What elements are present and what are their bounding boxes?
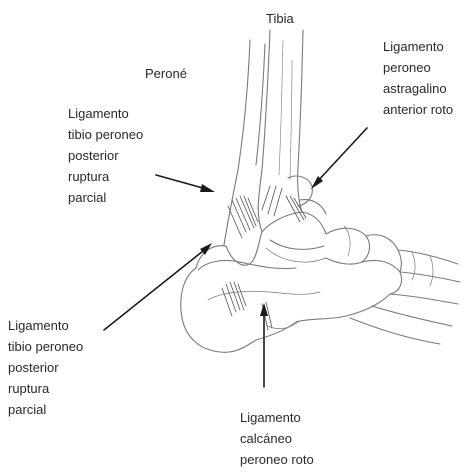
label-posterior-lower: Ligamento tibio peroneo posterior ruptur… <box>8 315 83 420</box>
fibula-bone <box>224 40 265 265</box>
arrow-cfl <box>260 303 268 387</box>
metatarsal-bones <box>350 250 460 344</box>
label-atfl: Ligamento peroneo astragalino anterior r… <box>383 36 453 120</box>
arrow-posterior-lower <box>104 243 212 330</box>
talus-bone <box>262 176 326 262</box>
arrow-posterior-upper <box>156 175 215 192</box>
label-perone: Peroné <box>145 66 187 82</box>
label-posterior-upper: Ligamento tibio peroneo posterior ruptur… <box>68 103 143 208</box>
tarsal-bones <box>326 226 402 316</box>
label-tibia: Tibia <box>266 11 294 27</box>
label-cfl: Ligamento calcáneo peroneo roto <box>240 407 314 470</box>
arrow-atfl <box>311 128 367 189</box>
